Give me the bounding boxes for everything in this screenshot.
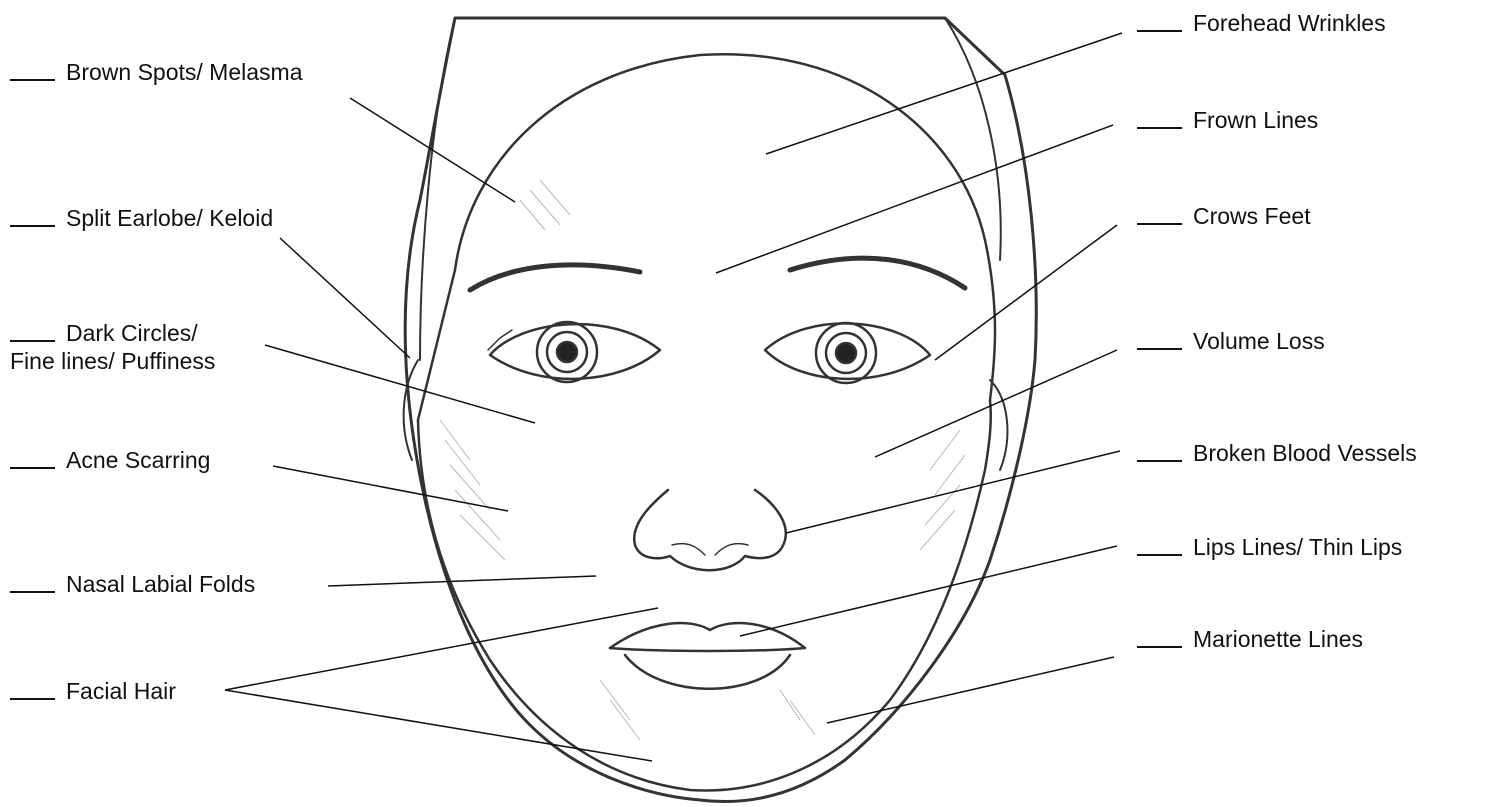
leader-split-earlobe: [280, 238, 410, 358]
leader-brown-spots: [350, 98, 515, 202]
answer-blank[interactable]: [1137, 532, 1182, 556]
answer-blank[interactable]: [10, 203, 55, 227]
answer-blank[interactable]: [1137, 624, 1182, 648]
leader-broken-vessels: [786, 451, 1120, 533]
leader-facial-hair-1: [225, 608, 658, 690]
answer-blank[interactable]: [10, 318, 55, 342]
hairline: [418, 54, 995, 420]
label-nasal-labial: Nasal Labial Folds: [10, 569, 255, 598]
label-facial-hair: Facial Hair: [10, 676, 176, 705]
head-outline: [405, 18, 1036, 802]
label-brown-spots: Brown Spots/ Melasma: [10, 57, 302, 86]
label-dark-circles-line2: Fine lines/ Puffiness: [10, 347, 215, 375]
label-marionette: Marionette Lines: [1137, 624, 1363, 653]
label-acne-scarring: Acne Scarring: [10, 445, 210, 474]
ears: [404, 360, 1008, 470]
leader-nasal-labial: [328, 576, 596, 586]
eyebrows: [470, 258, 965, 290]
answer-blank[interactable]: [10, 569, 55, 593]
right-eye: [765, 323, 930, 383]
label-split-earlobe: Split Earlobe/ Keloid: [10, 203, 273, 232]
left-eye: [488, 322, 660, 382]
answer-blank[interactable]: [1137, 438, 1182, 462]
label-forehead-wrinkles: Forehead Wrinkles: [1137, 8, 1386, 37]
answer-blank[interactable]: [10, 445, 55, 469]
answer-blank[interactable]: [1137, 8, 1182, 32]
label-crows-feet: Crows Feet: [1137, 201, 1311, 230]
leader-frown-lines: [716, 125, 1113, 273]
label-volume-loss: Volume Loss: [1137, 326, 1325, 355]
face-outline: [418, 400, 991, 790]
label-frown-lines: Frown Lines: [1137, 105, 1318, 134]
leader-lips-lines: [740, 546, 1117, 636]
label-dark-circles: Dark Circles/ Fine lines/ Puffiness: [10, 318, 215, 375]
leader-marionette: [827, 657, 1114, 723]
leader-forehead-wrinkles: [766, 33, 1122, 154]
label-broken-vessels: Broken Blood Vessels: [1137, 438, 1417, 467]
label-lips-lines: Lips Lines/ Thin Lips: [1137, 532, 1402, 561]
lips: [610, 623, 805, 689]
face-shading: [440, 180, 965, 740]
leader-facial-hair-2: [225, 690, 652, 761]
answer-blank[interactable]: [10, 676, 55, 700]
answer-blank[interactable]: [10, 57, 55, 81]
leader-acne-scarring: [273, 466, 508, 511]
leader-crows-feet: [935, 225, 1117, 360]
answer-blank[interactable]: [1137, 326, 1182, 350]
answer-blank[interactable]: [1137, 201, 1182, 225]
answer-blank[interactable]: [1137, 105, 1182, 129]
nose: [634, 490, 786, 570]
